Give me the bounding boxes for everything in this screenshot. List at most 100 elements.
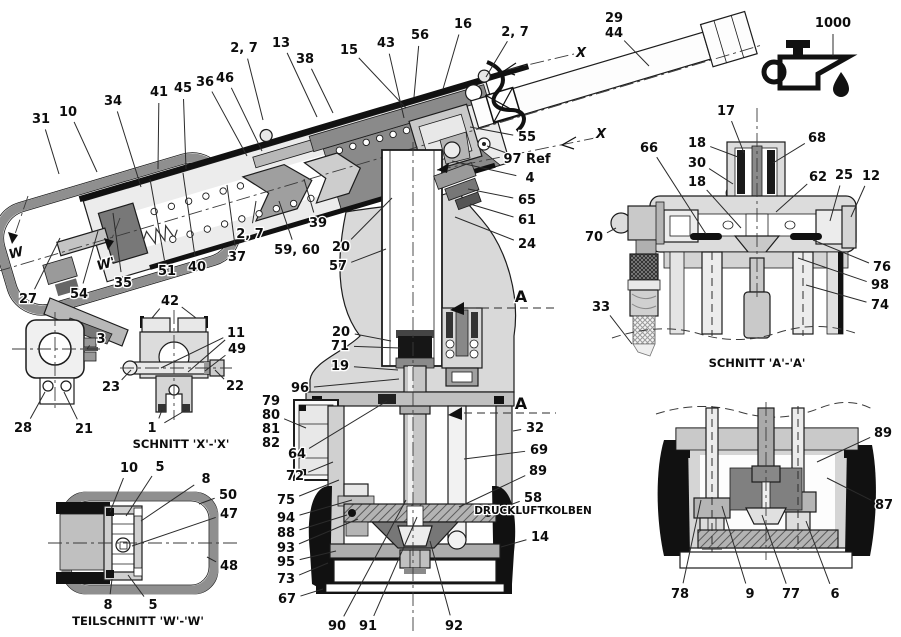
callout-43: 43 [377,36,395,51]
base-strip [325,583,505,593]
piston-rod [403,365,427,507]
detail-schnitt-aa [610,108,859,357]
callout-89: 89 [529,464,547,479]
detail-teilschnitt-ww [48,491,238,595]
callout-37: 37 [228,250,246,265]
callout-SCHNITT-A-A-: SCHNITT 'A'-'A' [709,356,806,370]
callout-89: 89 [874,426,892,441]
callout-81: 81 [262,422,280,437]
callout-67: 67 [278,592,296,607]
callout-48: 48 [220,559,238,574]
callout-TEILSCHNITT-W-W-: TEILSCHNITT 'W'-'W' [72,614,204,628]
callout-8: 8 [103,598,112,613]
arrow-a-bottom [448,407,462,420]
callout-44: 44 [605,26,623,41]
callout-78: 78 [671,587,689,602]
callout-11: 11 [227,326,245,341]
callout-62: 62 [809,170,827,185]
callout-36: 36 [196,75,214,90]
callout-40: 40 [188,260,206,275]
callout-6: 6 [830,587,839,602]
callout-38: 38 [296,52,314,67]
callout-94: 94 [277,511,295,526]
callout-70: 70 [585,230,603,245]
callout-8: 8 [201,472,210,487]
callout-5: 5 [155,460,164,475]
section-cut-curve [486,60,526,133]
callout-47: 47 [220,507,238,522]
callout-1: 1 [147,421,156,436]
callout-19: 19 [331,359,349,374]
callout-23: 23 [102,380,120,395]
callout-41: 41 [150,85,168,100]
nose-part [42,256,78,285]
callout-X: X [595,127,607,142]
callout-91: 91 [359,619,377,634]
callout-18: 18 [688,136,706,151]
barrel-centerline [0,43,764,273]
rod-seal-64 [378,394,396,404]
oil-drop-icon [833,72,849,97]
tool-body [293,60,526,632]
callout-96: 96 [291,381,309,396]
callout-29: 29 [605,11,623,26]
callout-DRUCKLUFTKOLBEN: DRUCKLUFTKOLBEN [474,505,592,517]
detail-base-section [655,402,876,569]
callout-66: 66 [640,141,658,156]
piston-cap [398,336,432,360]
callout-73: 73 [277,572,295,587]
callout-14: 14 [531,530,549,545]
callout-24: 24 [518,237,536,252]
transfer-tube-tip [447,530,467,550]
callout-87: 87 [875,498,893,513]
break-line [611,325,859,340]
callout-97-Ref: 97 Ref [503,152,550,167]
piston-ring [396,330,434,338]
callout-55: 55 [518,130,536,145]
callout-27: 27 [19,292,37,307]
callout-5: 5 [148,598,157,613]
callout-W: W [7,244,25,262]
callout-68: 68 [808,131,826,146]
callout-17: 17 [717,104,735,119]
detail-bearing-block [12,312,100,410]
callout-64: 64 [288,447,306,462]
callout-1000: 1000 [815,16,851,31]
callout-65: 65 [518,193,536,208]
housing-top-wall [78,63,530,203]
callout-20: 20 [332,325,350,340]
callout-82: 82 [262,436,280,451]
callout-10: 10 [59,105,77,120]
callout-45: 45 [174,81,192,96]
callout-25: 25 [835,168,853,183]
callout-46: 46 [216,71,234,86]
arrow-x-bottom [560,136,577,150]
callout-39: 39 [309,216,327,231]
callout-80: 80 [262,408,280,423]
callout-2-7: 2, 7 [501,25,529,40]
valve-slab [308,84,489,153]
top-pin [259,128,273,143]
nose-seal [54,278,80,297]
callout-4: 4 [525,171,534,186]
callout-9: 9 [745,587,754,602]
callout-28: 28 [14,421,32,436]
callout-75: 75 [277,493,295,508]
callout-A: A [515,287,528,306]
callout-88: 88 [277,526,295,541]
ball-rows [150,126,411,243]
callout-49: 49 [228,342,246,357]
top-pin-rear [477,69,491,83]
arrowhead-97 [437,163,449,173]
callout-50: 50 [219,488,237,503]
callout-59-60: 59, 60 [274,243,320,258]
callout-71: 71 [331,339,349,354]
callout-W-: W' [95,255,117,274]
callout-15: 15 [340,43,358,58]
callout-3: 3 [96,332,105,347]
callout-76: 76 [873,260,891,275]
callout-56: 56 [411,28,429,43]
trigger-roller [443,141,461,159]
callout-2-7: 2, 7 [230,41,258,56]
